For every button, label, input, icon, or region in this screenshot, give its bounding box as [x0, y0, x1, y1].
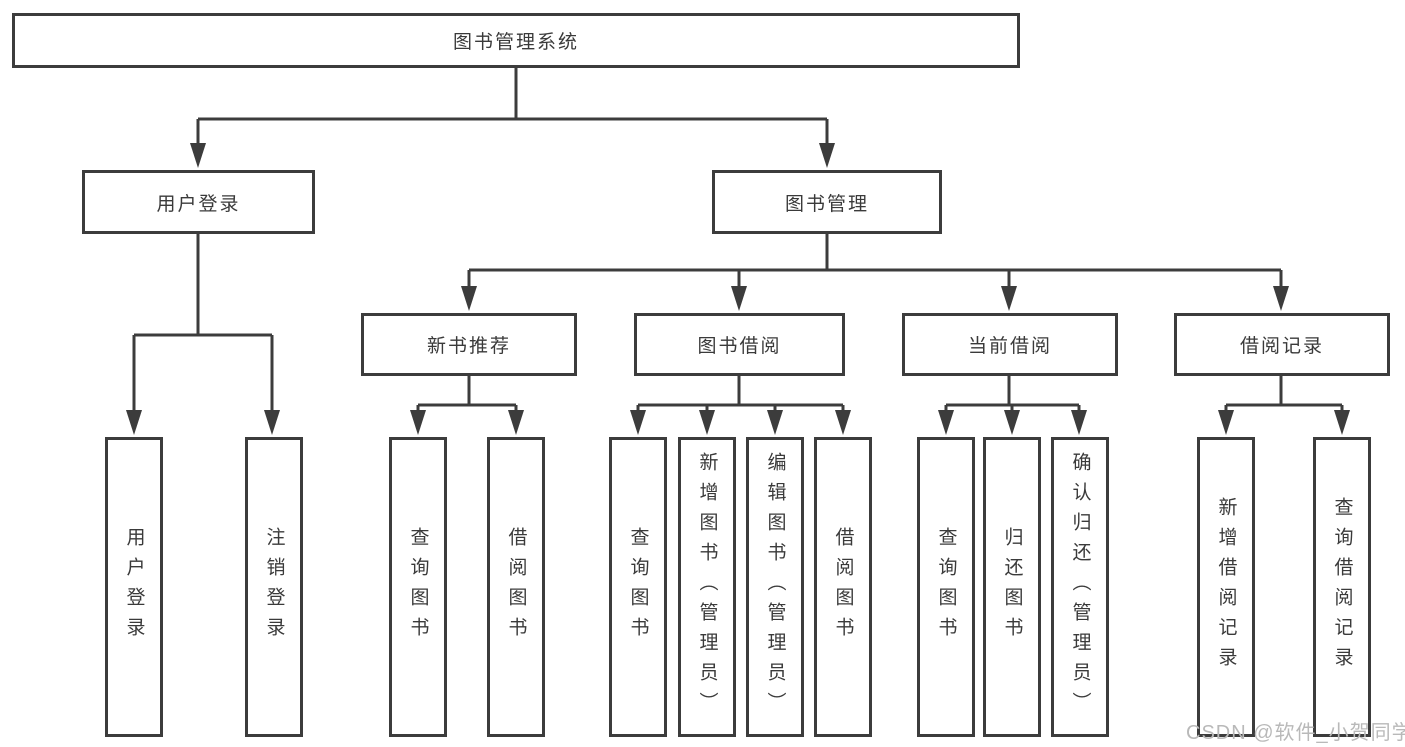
node-user-login: 用户登录 — [82, 170, 315, 234]
node-label: 借阅图书 — [505, 527, 527, 647]
node-label: 用户登录 — [156, 193, 241, 215]
arrowhead — [1218, 410, 1234, 435]
csdn-watermark: CSDN @软件_小贺同学 — [1186, 722, 1405, 744]
node-root-system: 图书管理系统 — [12, 13, 1020, 68]
leaf-query-books-2: 查询图书 — [609, 437, 667, 737]
arrowhead — [190, 143, 206, 168]
node-label: 归还图书 — [1001, 527, 1023, 647]
node-label: 查询图书 — [627, 527, 649, 647]
node-label: 借阅图书 — [832, 527, 854, 647]
leaf-logout: 注销登录 — [245, 437, 303, 737]
node-label: 当前借阅 — [967, 336, 1052, 357]
arrowhead — [819, 143, 835, 168]
leaf-query-books-1: 查询图书 — [389, 437, 447, 737]
leaf-edit-books-admin: 编辑图书（管理员） — [746, 437, 804, 737]
node-label: 图书管理 — [784, 193, 869, 215]
arrowhead — [126, 410, 142, 435]
node-label: 查询借阅记录 — [1331, 497, 1353, 677]
node-label: 查询图书 — [407, 527, 429, 647]
node-label: 借阅记录 — [1239, 336, 1324, 357]
node-label: 注销登录 — [263, 527, 285, 647]
node-label: 图书借阅 — [697, 336, 782, 357]
connector-login-to-leaves — [132, 233, 274, 412]
arrowhead — [410, 410, 426, 435]
node-label: 新增借阅记录 — [1215, 497, 1237, 677]
leaf-confirm-return-admin: 确认归还（管理员） — [1051, 437, 1109, 737]
connector-group3-to-leaves — [944, 375, 1081, 412]
node-label: 新书推荐 — [426, 336, 511, 357]
connector-group1-to-leaves — [416, 375, 518, 412]
arrowhead — [461, 286, 477, 311]
node-book-borrow: 图书借阅 — [634, 313, 845, 376]
arrowhead — [1004, 410, 1020, 435]
leaf-add-books-admin: 新增图书（管理员） — [678, 437, 736, 737]
leaf-query-borrow-record: 查询借阅记录 — [1313, 437, 1371, 737]
arrowhead — [835, 410, 851, 435]
leaf-user-login: 用户登录 — [105, 437, 163, 737]
leaf-query-books-3: 查询图书 — [917, 437, 975, 737]
arrowhead — [1273, 286, 1289, 311]
arrowhead — [630, 410, 646, 435]
node-borrow-record: 借阅记录 — [1174, 313, 1390, 376]
node-book-management: 图书管理 — [712, 170, 942, 234]
arrowhead — [508, 410, 524, 435]
arrowhead — [264, 410, 280, 435]
node-label: 确认归还（管理员） — [1069, 452, 1091, 722]
node-label: 查询图书 — [935, 527, 957, 647]
arrowhead — [938, 410, 954, 435]
node-label: 编辑图书（管理员） — [764, 452, 786, 722]
connector-management-to-groups — [467, 234, 1283, 289]
leaf-borrow-books-2: 借阅图书 — [814, 437, 872, 737]
node-new-book-recommend: 新书推荐 — [361, 313, 577, 376]
arrowhead — [731, 286, 747, 311]
leaf-add-borrow-record: 新增借阅记录 — [1197, 437, 1255, 737]
connector-group2-to-leaves — [636, 375, 845, 412]
arrowhead — [699, 410, 715, 435]
arrowhead — [767, 410, 783, 435]
node-label: 新增图书（管理员） — [696, 452, 718, 722]
leaf-return-books: 归还图书 — [983, 437, 1041, 737]
arrowhead — [1071, 410, 1087, 435]
connector-group4-to-leaves — [1224, 375, 1344, 412]
node-current-borrow: 当前借阅 — [902, 313, 1118, 376]
node-label: 图书管理系统 — [452, 32, 579, 53]
arrowhead — [1334, 410, 1350, 435]
connector-root-to-level2 — [196, 68, 829, 146]
leaf-borrow-books-1: 借阅图书 — [487, 437, 545, 737]
node-label: 用户登录 — [123, 527, 145, 647]
arrowhead — [1001, 286, 1017, 311]
